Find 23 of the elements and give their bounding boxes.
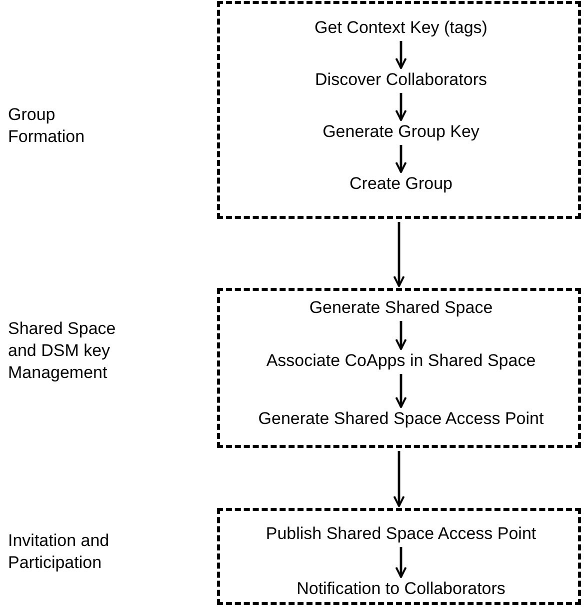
step-label: Publish Shared Space Access Point [266,524,536,544]
step-label: Create Group [350,174,452,194]
arrow [393,222,405,287]
arrow [395,321,407,350]
arrow [395,145,407,173]
step-label: Notification to Collaborators [296,579,506,599]
step-label: Generate Group Key [322,122,480,142]
arrow [395,93,407,121]
stage-label: Shared Space and DSM key Management [8,318,117,384]
step-label: Discover Collaborators [315,70,487,90]
arrow [395,547,407,578]
step-label: Associate CoApps in Shared Space [266,351,536,371]
arrow [393,451,405,507]
dashed-group-box [217,288,581,448]
arrow [395,41,407,69]
step-label: Generate Shared Space [309,298,493,318]
step-label: Get Context Key (tags) [314,18,488,38]
stage-label: Invitation and Participation [8,530,110,574]
step-label: Generate Shared Space Access Point [258,409,544,429]
dashed-group-box [217,508,581,605]
stage-label: Group Formation [8,104,86,148]
dashed-group-box [217,1,581,219]
arrow [395,374,407,408]
